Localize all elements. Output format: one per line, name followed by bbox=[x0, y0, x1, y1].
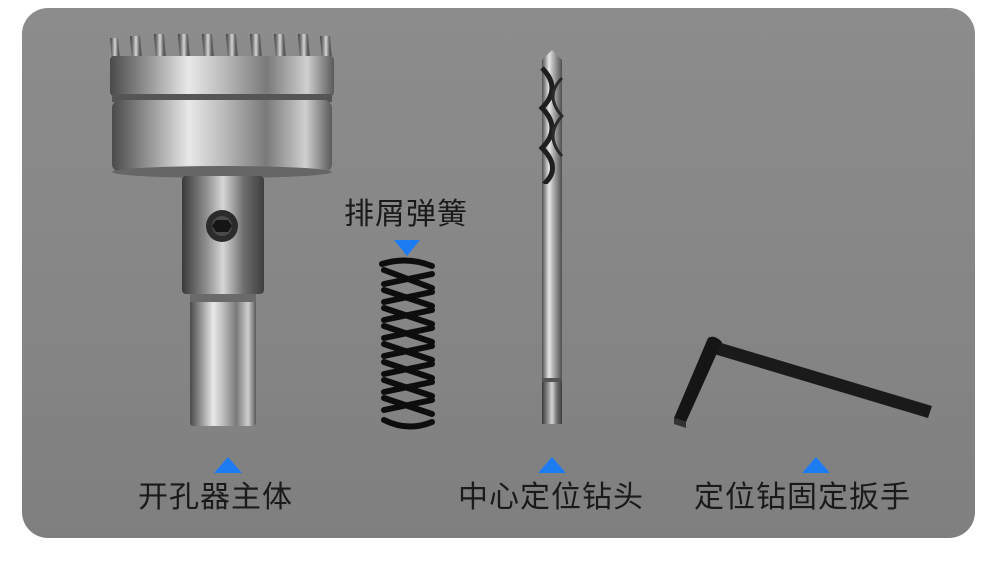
part-label-center-pilot-drill: 中心定位钻头 bbox=[458, 480, 644, 515]
pilot-drill-wrench-image bbox=[674, 336, 932, 428]
part-label-hole-saw-body: 开孔器主体 bbox=[138, 480, 293, 515]
marker-triangle-wrench bbox=[802, 457, 830, 473]
center-pilot-drill-image bbox=[538, 50, 565, 424]
marker-triangle-hole-saw bbox=[214, 457, 242, 473]
product-panel: 开孔器主体 排屑弹簧 中心定位钻头 定位钻固定扳手 bbox=[22, 8, 975, 538]
marker-triangle-drill bbox=[538, 457, 566, 473]
marker-triangle-spring bbox=[394, 240, 420, 256]
product-illustration bbox=[110, 34, 932, 430]
part-label-ejector-spring: 排屑弹簧 bbox=[344, 197, 468, 232]
ejector-spring-image bbox=[379, 257, 435, 430]
hole-saw-body-image bbox=[110, 34, 334, 426]
part-label-pilot-drill-wrench: 定位钻固定扳手 bbox=[694, 480, 911, 515]
